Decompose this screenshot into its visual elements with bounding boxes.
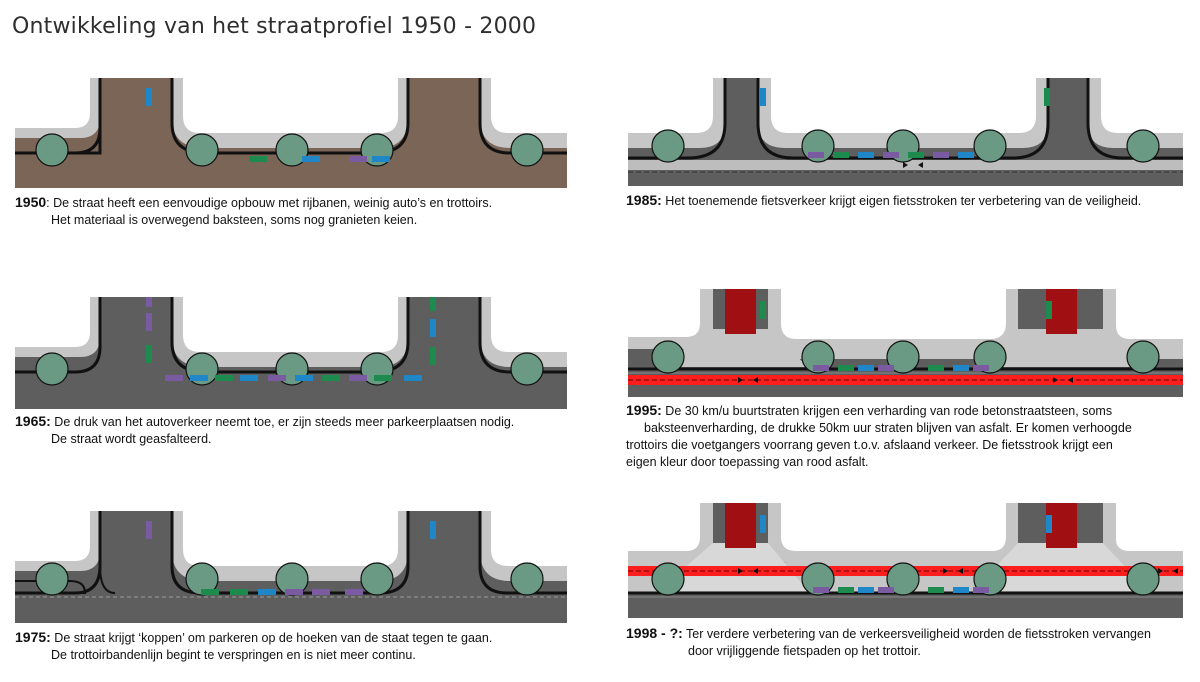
caption-year: 1995: <box>626 402 662 418</box>
caption-line: Het toenemende fietsverkeer krijgt eigen… <box>661 194 1142 208</box>
caption-line: De 30 km/u buurtstraten krijgen een verh… <box>661 404 1113 418</box>
panel-1995: 1995: De 30 km/u buurtstraten krijgen ee… <box>626 289 1186 479</box>
street-diagram-1965 <box>15 297 567 409</box>
caption-line: Het materiaal is overwegend baksteen, so… <box>51 213 418 227</box>
caption-1950: 1950: De straat heeft een eenvoudige opb… <box>15 194 567 229</box>
street-diagram-1975 <box>15 511 567 623</box>
caption-year: 1965: <box>15 413 51 429</box>
caption-year: 1985: <box>626 192 662 208</box>
street-diagram-1995 <box>628 289 1183 397</box>
caption-year: 1998 - ?: <box>626 625 683 641</box>
street-diagram-1998 <box>628 503 1183 618</box>
caption-line: De druk van het autoverkeer neemt toe, e… <box>50 415 515 429</box>
caption-year: 1950 <box>15 194 47 210</box>
caption-line: De trottoirbandenlijn begint te versprin… <box>51 648 416 662</box>
panel-1965: 1965: De druk van het autoverkeer neemt … <box>15 297 567 457</box>
caption-1998: 1998 - ?: Ter verdere verbetering van de… <box>626 625 1186 660</box>
caption-1985: 1985: Het toenemende fietsverkeer krijgt… <box>626 192 1186 210</box>
caption-year: 1975: <box>15 629 51 645</box>
caption-line: Ter verdere verbetering van de verkeersv… <box>682 627 1151 641</box>
caption-line: door vrijliggende fietspaden op het trot… <box>688 644 921 658</box>
caption-1995: 1995: De 30 km/u buurtstraten krijgen ee… <box>626 402 1186 471</box>
page-title: Ontwikkeling van het straatprofiel 1950 … <box>12 14 537 39</box>
caption-1975: 1975: De straat krijgt ‘koppen’ om parke… <box>15 629 567 664</box>
caption-1965: 1965: De druk van het autoverkeer neemt … <box>15 413 567 448</box>
panel-1950: 1950: De straat heeft een eenvoudige opb… <box>15 78 567 258</box>
street-diagram-1985 <box>628 78 1183 186</box>
caption-line: : De straat heeft een eenvoudige opbouw … <box>46 196 493 210</box>
panel-1985: 1985: Het toenemende fietsverkeer krijgt… <box>626 78 1186 218</box>
caption-line: De straat wordt geasfalteerd. <box>51 432 212 446</box>
caption-line: baksteenverharding, de drukke 50km uur s… <box>644 421 1132 435</box>
panel-1998: 1998 - ?: Ter verdere verbetering van de… <box>626 503 1186 673</box>
caption-line: trottoirs die voetgangers voorrang geven… <box>626 438 1113 452</box>
panel-1975: 1975: De straat krijgt ‘koppen’ om parke… <box>15 511 567 671</box>
street-diagram-1950 <box>15 78 567 188</box>
caption-line: eigen kleur door toepassing van rood asf… <box>626 455 869 469</box>
caption-line: De straat krijgt ‘koppen’ om parkeren op… <box>50 631 493 645</box>
